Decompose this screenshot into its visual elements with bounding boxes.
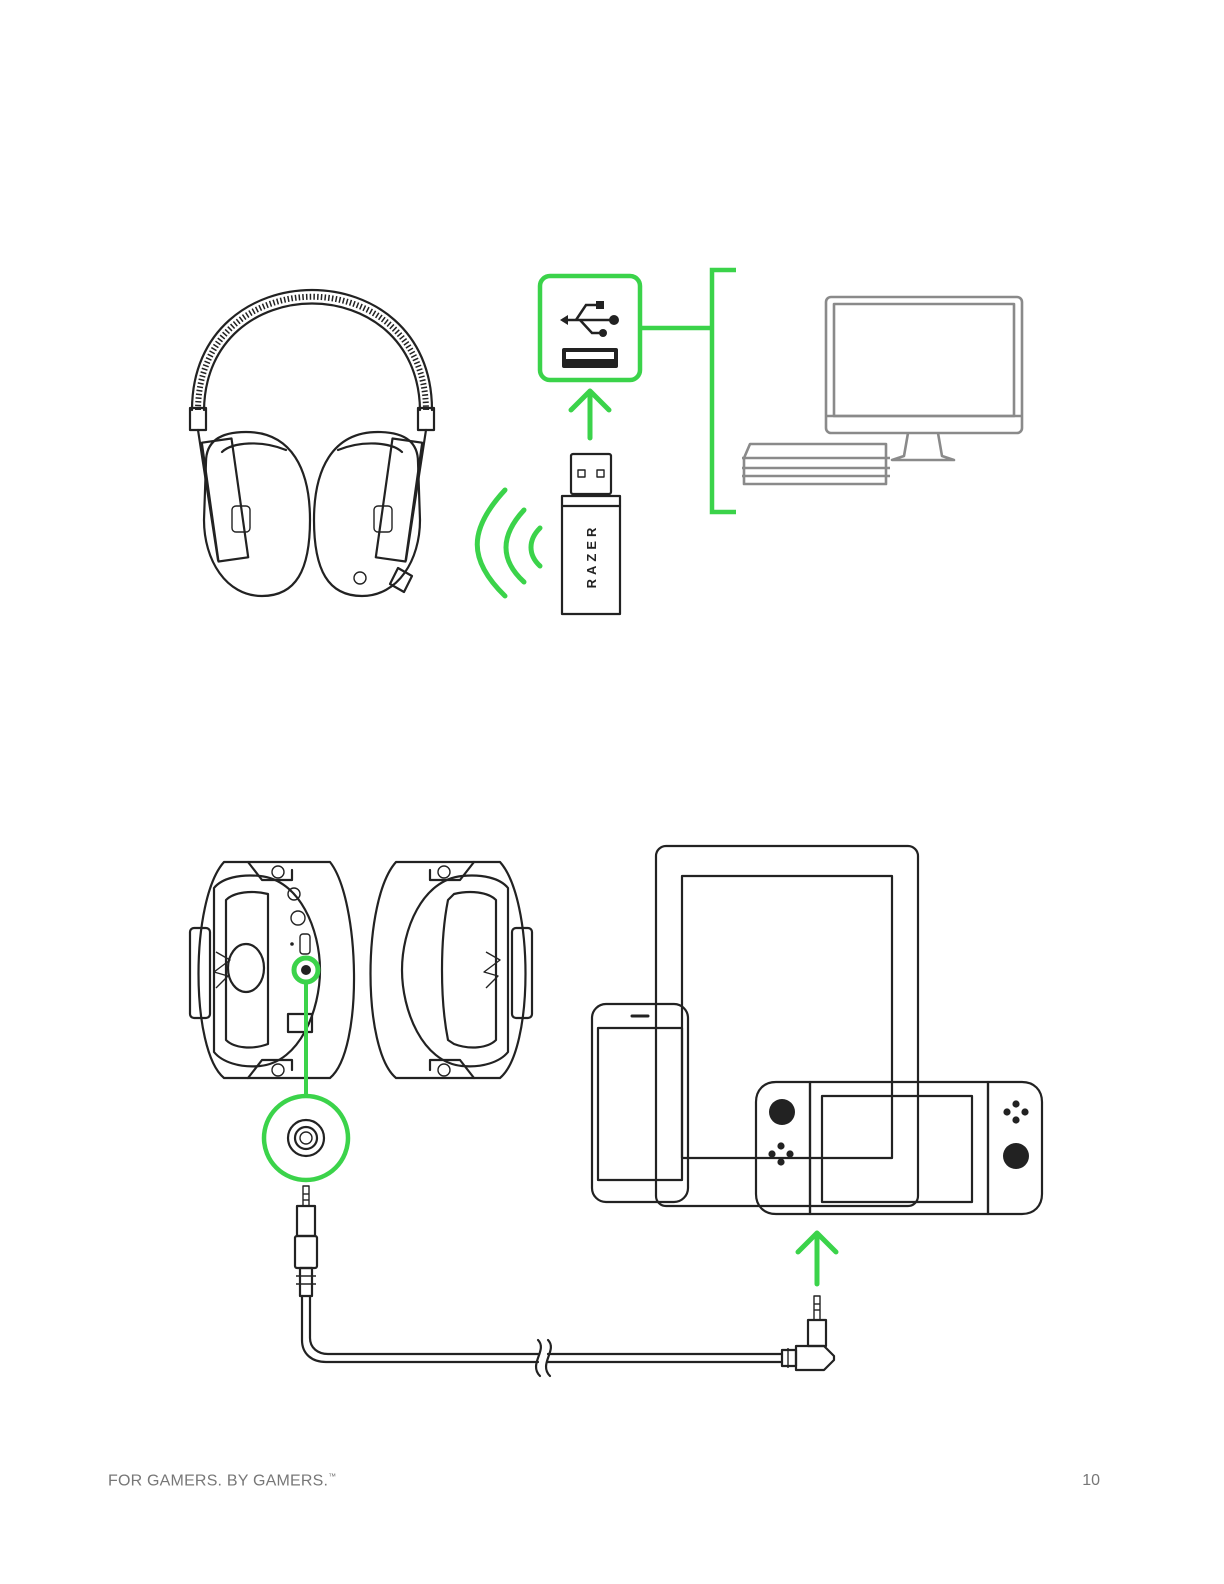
insert-arrow-up-icon (571, 391, 609, 438)
usb-port-callout (540, 276, 640, 380)
wireless-signal-icon (477, 490, 540, 596)
audio-jack-highlight (264, 958, 348, 1180)
game-console-illustration (742, 444, 890, 484)
audio-jack-callout (264, 1096, 348, 1180)
footer-tagline-text: FOR GAMERS. BY GAMERS. (108, 1472, 328, 1489)
device-bracket (640, 270, 736, 512)
wired-headset-illustration (190, 862, 532, 1078)
footer-tagline: FOR GAMERS. BY GAMERS.™ (108, 1472, 336, 1490)
trademark-symbol: ™ (328, 1472, 336, 1481)
audio-cable (295, 1186, 834, 1376)
usb-dongle: RAZER (562, 454, 620, 614)
handheld-console-illustration (756, 1082, 1042, 1214)
connect-arrow-up-icon (798, 1233, 836, 1284)
smartphone-illustration (592, 1004, 688, 1202)
pc-monitor-illustration (826, 297, 1022, 460)
dongle-brand-label: RAZER (584, 524, 599, 589)
wireless-headset-illustration (190, 290, 434, 596)
page-number: 10 (1082, 1472, 1100, 1490)
tablet-illustration (656, 846, 918, 1206)
